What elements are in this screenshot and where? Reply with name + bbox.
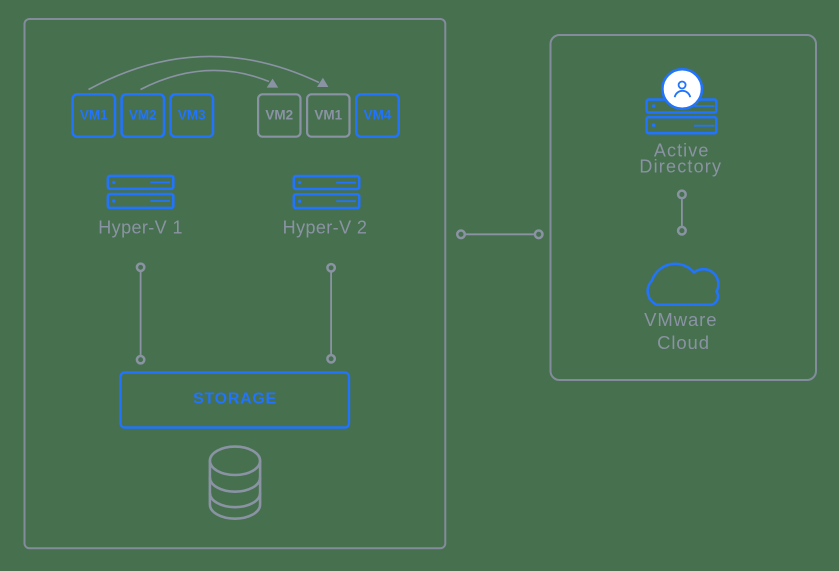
svg-text:STORAGE: STORAGE	[193, 391, 277, 408]
svg-text:VMware: VMware	[644, 309, 717, 330]
svg-text:VM3: VM3	[178, 108, 206, 123]
svg-text:VM1: VM1	[80, 108, 108, 123]
svg-text:Cloud: Cloud	[657, 332, 710, 353]
svg-text:Directory: Directory	[639, 156, 722, 176]
svg-text:VM2: VM2	[129, 108, 157, 123]
svg-text:VM4: VM4	[364, 108, 392, 123]
svg-text:Hyper-V 2: Hyper-V 2	[283, 217, 368, 237]
svg-text:Hyper-V 1: Hyper-V 1	[98, 218, 183, 238]
svg-text:Active: Active	[654, 140, 710, 160]
svg-text:VM2: VM2	[265, 108, 293, 123]
svg-text:VM1: VM1	[314, 108, 342, 123]
